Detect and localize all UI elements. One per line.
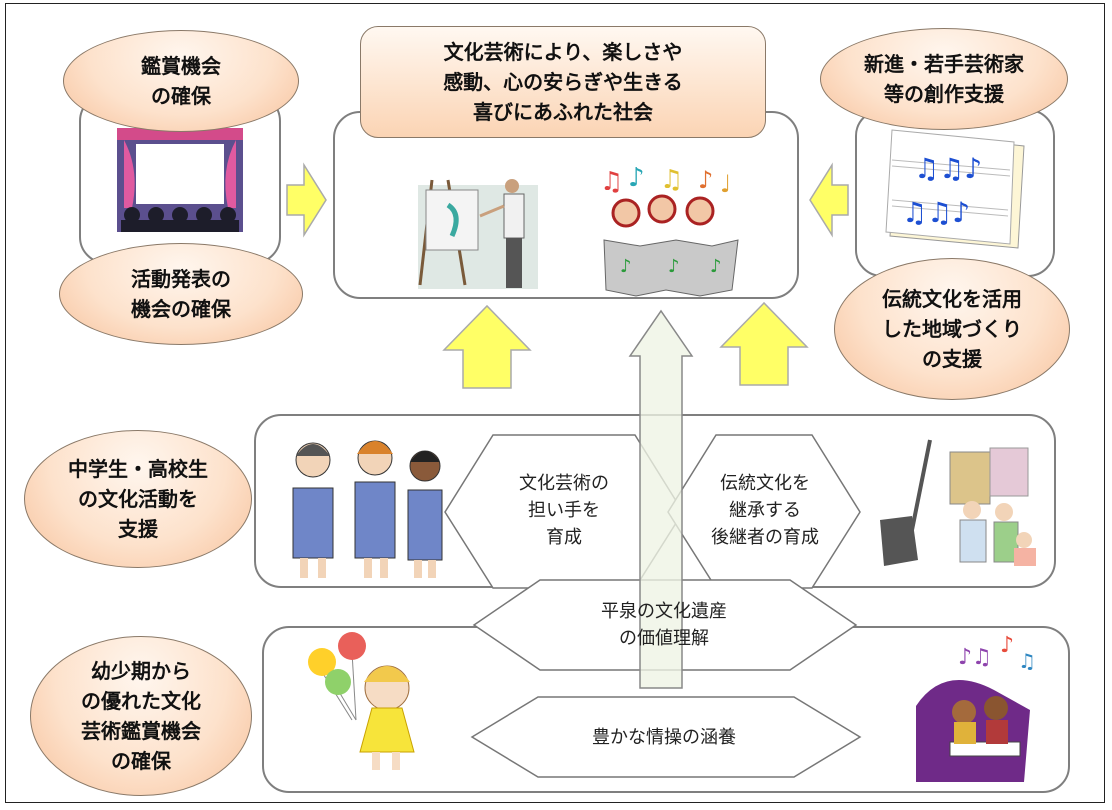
piano-icon: ♪♫ ♪ ♫ (916, 633, 1036, 782)
svg-text:♪: ♪ (698, 166, 713, 194)
hex-hiraizumi-label: 平泉の文化遺産 の価値理解 (601, 601, 727, 649)
goal-banner: 文化芸術により、楽しさや 感動、心の安らぎや生きる 喜びにあふれた社会 (360, 26, 766, 138)
svg-text:♪: ♪ (628, 163, 645, 193)
svg-text:♪: ♪ (1000, 633, 1014, 658)
oval-presentation: 活動発表の 機会の確保 (59, 243, 303, 345)
central-arrow-icon (628, 309, 694, 689)
svg-text:♪♫: ♪♫ (958, 645, 992, 670)
traditional-arts-icon (880, 439, 1036, 566)
svg-text:♫♫♪: ♫♫♪ (902, 196, 970, 229)
svg-text:♫: ♫ (660, 165, 683, 195)
students-icon (292, 440, 443, 578)
hex-sentiment (470, 696, 862, 778)
arrow-up-right-icon (719, 301, 809, 386)
svg-text:♫♫♪: ♫♫♪ (914, 152, 982, 185)
svg-text:♪: ♪ (710, 256, 722, 277)
svg-text:♪: ♪ (668, 256, 680, 277)
arrow-up-left-icon (442, 304, 532, 389)
svg-text:♫: ♫ (600, 167, 623, 197)
painter-icon (418, 179, 538, 289)
oval-appreciation: 鑑賞機会 の確保 (63, 30, 299, 132)
hex-bearers-label: 文化芸術の 担い手を 育成 (519, 473, 609, 548)
arrow-left-icon (809, 162, 849, 238)
hex-successors-label: 伝統文化を 継承する 後継者の育成 (711, 473, 819, 548)
choir-icon: ♫ ♪ ♫ ♪ ♩ ♪ ♪ ♪ (600, 163, 739, 297)
svg-text:♫: ♫ (1018, 649, 1036, 673)
svg-text:♪: ♪ (620, 256, 632, 277)
hex-sentiment-label: 豊かな情操の涵養 (592, 727, 736, 748)
music-sheet-icon: ♫♫♪ ♫♫♪ (885, 129, 1025, 249)
oval-students: 中学生・高校生 の文化活動を 支援 (24, 430, 252, 568)
oval-young-artists: 新進・若手芸術家 等の創作支援 (820, 28, 1068, 130)
svg-text:♩: ♩ (720, 170, 731, 198)
oval-children: 幼少期から の優れた文化 芸術鑑賞機会 の確保 (30, 636, 252, 796)
diagram-frame (5, 3, 1105, 803)
oval-tradition-region: 伝統文化を活用 した地域づくり の支援 (834, 258, 1070, 400)
girl-balloons-icon (308, 632, 415, 770)
theater-stage-icon (117, 128, 243, 232)
arrow-right-icon (286, 162, 327, 238)
